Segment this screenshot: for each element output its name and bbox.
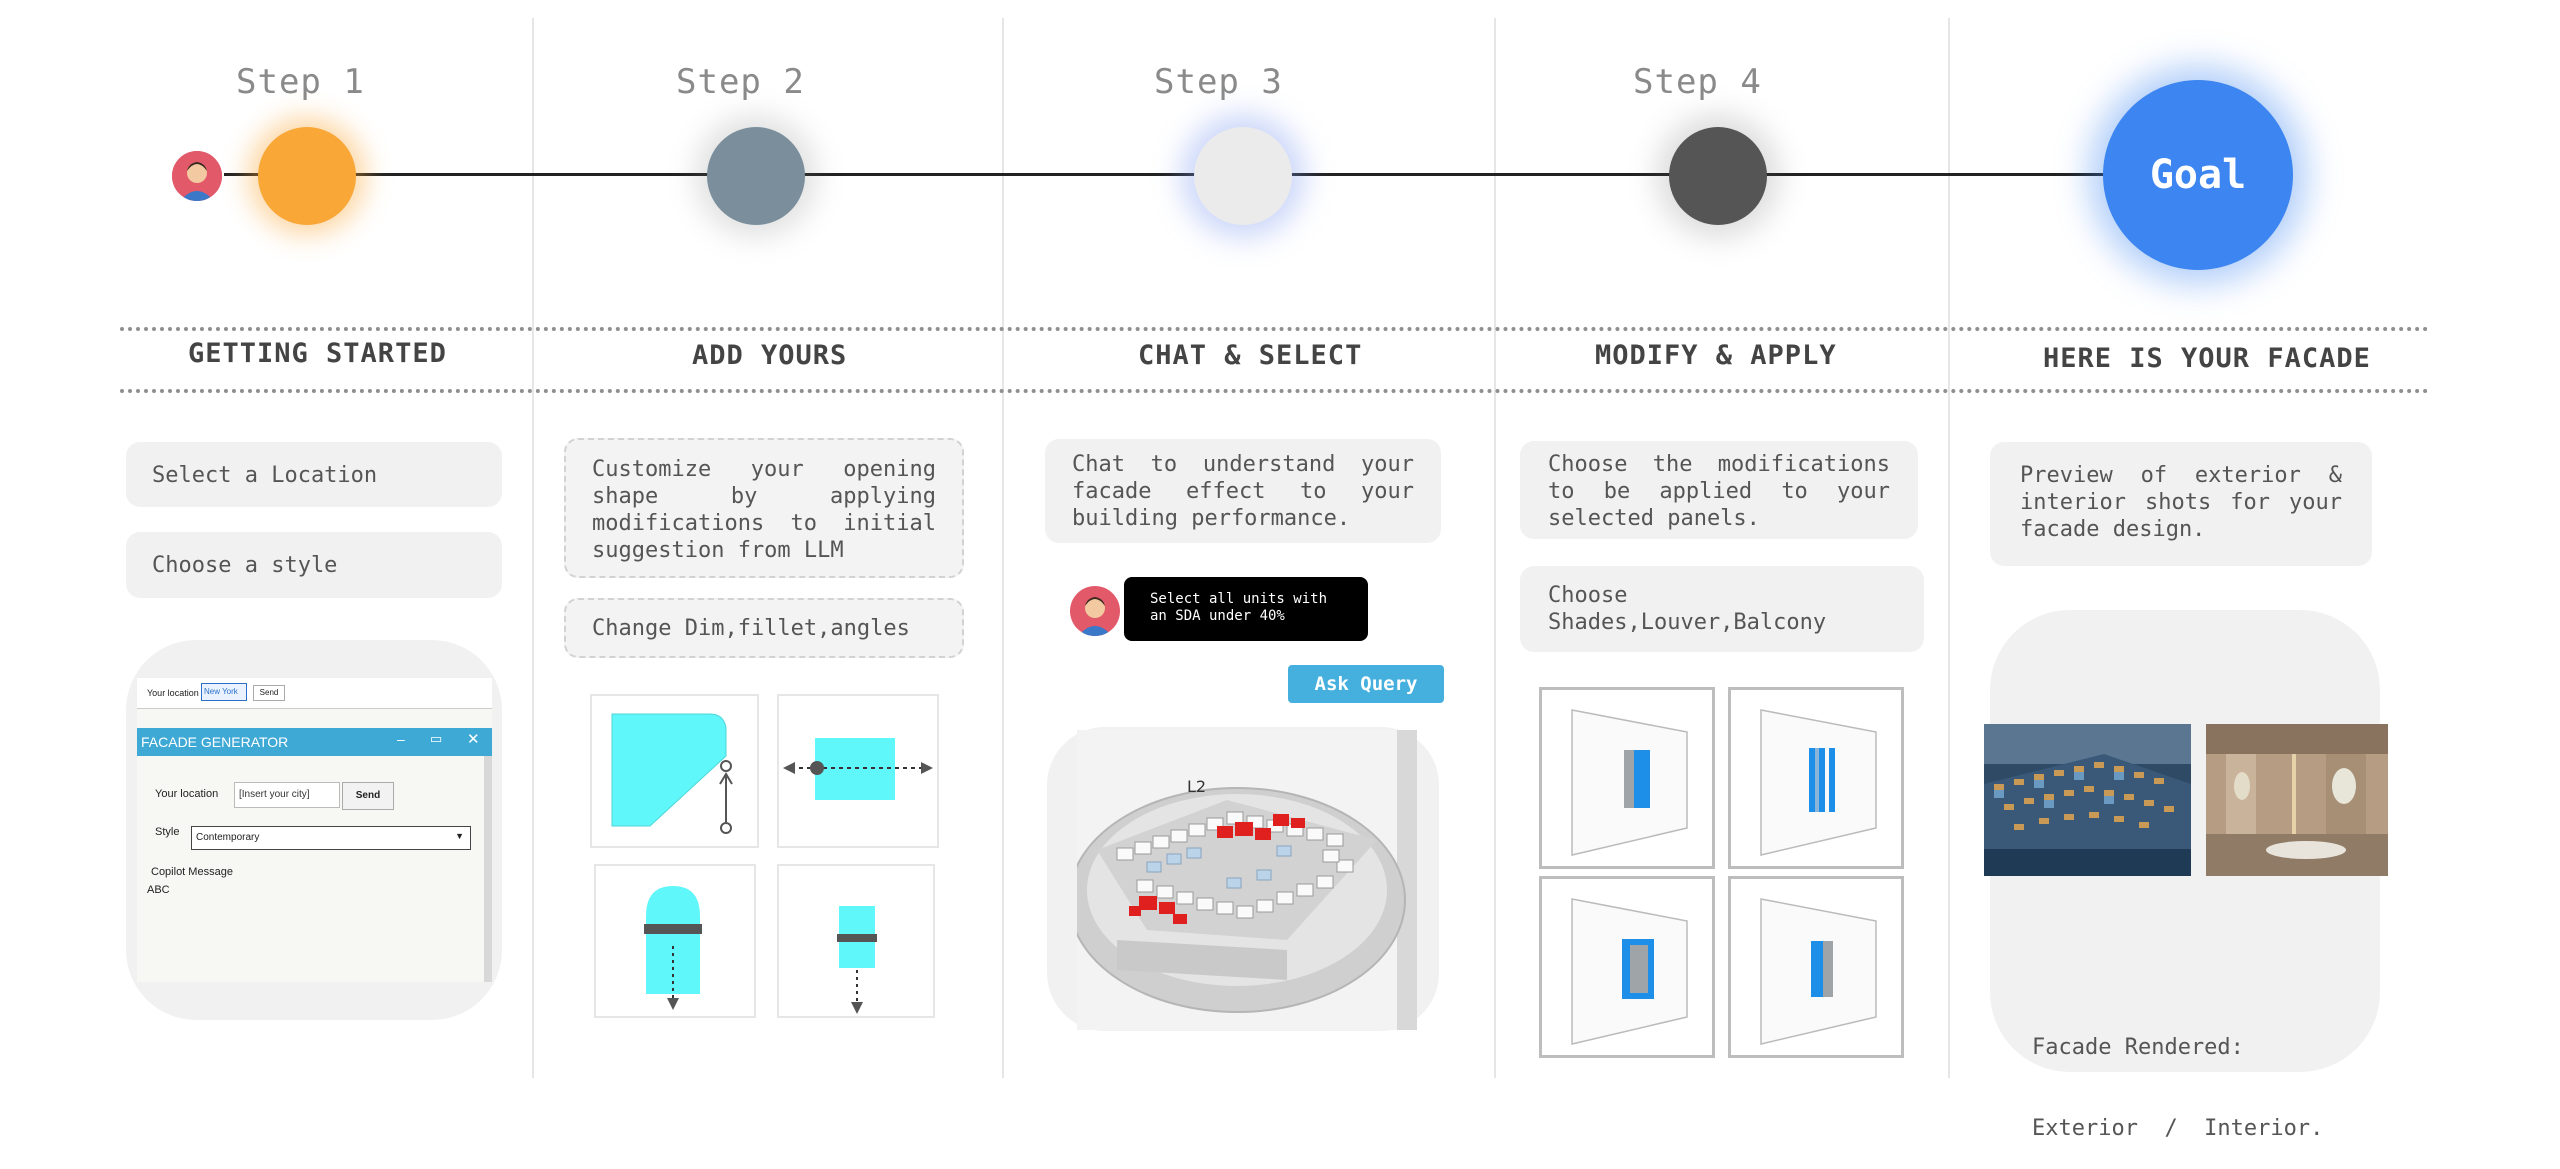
preview-box: Preview of exterior & interior shots for…: [1990, 442, 2372, 566]
shape-height-tile: [777, 864, 935, 1018]
choose-modifications-text: Choose the modifications to be applied t…: [1548, 452, 1890, 531]
step-4-label: Step 4: [1633, 62, 1762, 102]
change-dim-box: Change Dim,fillet,angles: [564, 598, 964, 658]
step-4-marker: [1669, 127, 1767, 225]
step-3-marker: [1194, 127, 1292, 225]
location-label: Your location: [155, 788, 219, 800]
customize-opening-text: Customize your opening shape by applying…: [592, 457, 936, 563]
shape-width-tile: [777, 694, 939, 848]
style-select-value: Contemporary: [196, 832, 260, 843]
choose-shades-box: Choose Shades,Louver,Balcony: [1520, 566, 1924, 652]
section-title-add-yours: ADD YOURS: [692, 340, 848, 371]
timeline-line: [224, 173, 2104, 176]
render-caption: Facade Rendered: Exterior / Interior.: [2032, 980, 2323, 1169]
select-location-box: Select a Location: [126, 442, 502, 507]
column-divider: [1002, 18, 1004, 1078]
chat-understand-box: Chat to understand your facade effect to…: [1045, 439, 1441, 543]
chevron-down-icon: ▼: [455, 831, 464, 841]
frame-option-panel[interactable]: [1728, 876, 1904, 1058]
section-title-modify-apply: MODIFY & APPLY: [1595, 340, 1837, 371]
section-title-facade: HERE IS YOUR FACADE: [2043, 343, 2371, 374]
interior-render-image: [2206, 724, 2388, 876]
preview-text: Preview of exterior & interior shots for…: [2020, 463, 2342, 542]
chat-understand-text: Chat to understand your facade effect to…: [1072, 452, 1414, 531]
section-title-chat-select: CHAT & SELECT: [1138, 340, 1363, 371]
customize-opening-box: Customize your opening shape by applying…: [564, 438, 964, 578]
shape-arch-tile: [594, 864, 756, 1018]
top-location-label: Your location: [147, 688, 199, 698]
facade-generator-app: Your location New York Send FACADE GENER…: [137, 678, 492, 982]
close-icon[interactable]: ✕: [467, 731, 480, 748]
dotted-divider-bottom: [120, 389, 2430, 393]
choose-modifications-box: Choose the modifications to be applied t…: [1520, 441, 1918, 539]
select-location-text: Select a Location: [152, 463, 378, 488]
window-title: FACADE GENERATOR: [141, 734, 289, 750]
top-send-button[interactable]: Send: [253, 685, 285, 701]
exterior-render-image: [1984, 724, 2191, 876]
scrollbar[interactable]: [484, 756, 492, 982]
balcony-option-panel[interactable]: [1539, 876, 1715, 1058]
user-avatar: [172, 151, 222, 201]
chat-message-bubble: Select all units with an SDA under 40%: [1124, 577, 1368, 641]
step-1-label: Step 1: [236, 62, 365, 102]
goal-label: Goal: [2149, 152, 2247, 198]
section-title-getting-started: GETTING STARTED: [188, 338, 447, 369]
step-1-marker: [258, 127, 356, 225]
location-input[interactable]: [Insert your city]: [234, 782, 340, 808]
step-2-label: Step 2: [676, 62, 805, 102]
louver-option-panel[interactable]: [1728, 687, 1904, 869]
column-divider: [1948, 18, 1950, 1078]
choose-style-box: Choose a style: [126, 532, 502, 598]
chat-user-avatar: [1070, 586, 1120, 636]
render-caption-line1: Facade Rendered:: [2032, 1035, 2244, 1060]
copilot-message: ABC: [147, 884, 170, 896]
send-button[interactable]: Send: [342, 782, 394, 810]
ask-query-label: Ask Query: [1314, 673, 1418, 695]
copilot-label: Copilot Message: [151, 866, 233, 878]
column-divider: [532, 18, 534, 1078]
choose-style-text: Choose a style: [152, 553, 338, 578]
chat-message-text: Select all units with an SDA under 40%: [1150, 591, 1328, 624]
change-dim-text: Change Dim,fillet,angles: [592, 616, 910, 641]
step-2-marker: [707, 127, 805, 225]
step-3-label: Step 3: [1154, 62, 1283, 102]
shape-fillet-tile: [590, 694, 759, 848]
building-heatmap-model: L2: [1077, 730, 1417, 1030]
window-title-bar: FACADE GENERATOR – ▭ ✕: [137, 728, 492, 756]
minimize-icon[interactable]: –: [397, 731, 405, 747]
style-select[interactable]: Contemporary ▼: [191, 826, 471, 850]
shade-option-panel[interactable]: [1539, 687, 1715, 869]
render-caption-line2: Exterior / Interior.: [2032, 1116, 2324, 1141]
choose-shades-text: Choose Shades,Louver,Balcony: [1548, 583, 1827, 635]
ask-query-button[interactable]: Ask Query: [1288, 665, 1444, 703]
app-top-bar: Your location New York Send: [137, 678, 492, 709]
goal-marker: Goal: [2103, 80, 2293, 270]
dotted-divider-top: [120, 327, 2430, 331]
maximize-icon[interactable]: ▭: [430, 731, 443, 746]
column-divider: [1494, 18, 1496, 1078]
top-location-input[interactable]: New York: [201, 683, 247, 701]
level-label: L2: [1187, 777, 1206, 796]
style-label: Style: [155, 826, 180, 838]
